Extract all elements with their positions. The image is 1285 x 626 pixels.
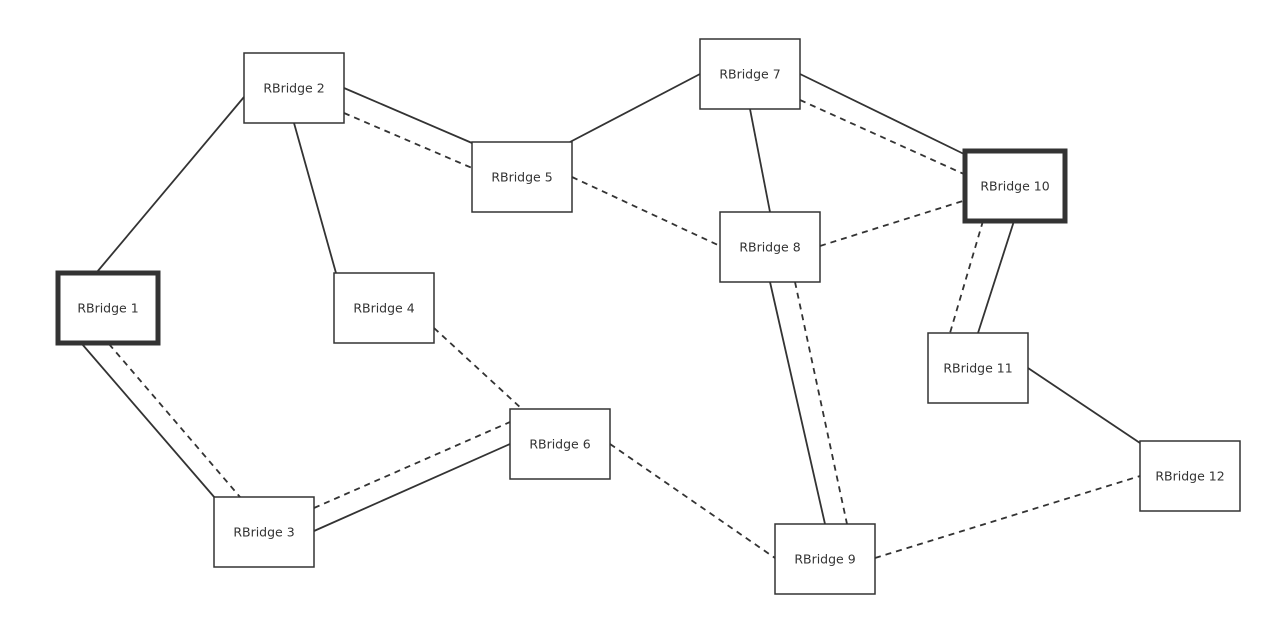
link-rb3-rb6 bbox=[313, 443, 511, 532]
link-rb2-rb5 bbox=[343, 87, 473, 144]
node-label: RBridge 1 bbox=[77, 301, 138, 316]
node-label: RBridge 6 bbox=[529, 437, 590, 452]
node-box bbox=[719, 211, 821, 283]
link-rb1-rb2 bbox=[96, 96, 245, 273]
node-box bbox=[213, 496, 315, 568]
node-label: RBridge 10 bbox=[980, 179, 1049, 194]
node-label: RBridge 9 bbox=[794, 552, 855, 567]
node-rbridge-5[interactable]: RBridge 5 bbox=[471, 141, 573, 213]
node-label: RBridge 2 bbox=[263, 81, 324, 96]
node-label: RBridge 12 bbox=[1155, 469, 1224, 484]
node-box bbox=[1139, 440, 1241, 512]
link-rb5-rb7 bbox=[569, 73, 701, 143]
nodes-layer: RBridge 1 RBridge 2 RBridge 3 RBridge 4 … bbox=[55, 38, 1241, 595]
link-rb10-rb11 bbox=[977, 220, 1015, 334]
node-rbridge-9[interactable]: RBridge 9 bbox=[774, 523, 876, 595]
link-rb8-rb9 bbox=[769, 281, 826, 525]
node-rbridge-7[interactable]: RBridge 7 bbox=[699, 38, 801, 110]
link-rb7-rb10-dashed bbox=[799, 99, 967, 176]
node-rbridge-2[interactable]: RBridge 2 bbox=[243, 52, 345, 124]
node-box bbox=[509, 408, 611, 480]
node-rbridge-1[interactable]: RBridge 1 bbox=[55, 270, 161, 346]
node-rbridge-3[interactable]: RBridge 3 bbox=[213, 496, 315, 568]
node-box bbox=[243, 52, 345, 124]
node-label: RBridge 8 bbox=[739, 240, 800, 255]
node-label: RBridge 4 bbox=[353, 301, 414, 316]
links-layer bbox=[81, 73, 1141, 559]
node-rbridge-11[interactable]: RBridge 11 bbox=[927, 332, 1029, 404]
link-rb2-rb5-dashed bbox=[343, 112, 473, 169]
node-box bbox=[962, 148, 1068, 224]
node-box bbox=[471, 141, 573, 213]
link-rb4-rb6 bbox=[433, 327, 523, 410]
node-rbridge-10[interactable]: RBridge 10 bbox=[962, 148, 1068, 224]
link-rb7-rb8 bbox=[749, 108, 771, 213]
link-rb8-rb10 bbox=[819, 199, 967, 247]
node-box bbox=[333, 272, 435, 344]
node-box bbox=[55, 270, 161, 346]
link-rb7-rb10 bbox=[799, 73, 967, 156]
node-label: RBridge 5 bbox=[491, 170, 552, 185]
node-rbridge-8[interactable]: RBridge 8 bbox=[719, 211, 821, 283]
node-rbridge-6[interactable]: RBridge 6 bbox=[509, 408, 611, 480]
link-rb1-rb3 bbox=[81, 343, 216, 499]
link-rb6-rb9 bbox=[609, 443, 776, 559]
link-rb10-rb11-dashed bbox=[949, 220, 984, 334]
node-rbridge-12[interactable]: RBridge 12 bbox=[1139, 440, 1241, 512]
node-label: RBridge 3 bbox=[233, 525, 294, 540]
link-rb2-rb4 bbox=[293, 122, 337, 274]
link-rb9-rb12 bbox=[874, 475, 1141, 559]
node-box bbox=[927, 332, 1029, 404]
node-label: RBridge 11 bbox=[943, 361, 1012, 376]
link-rb8-rb9-dashed bbox=[794, 281, 848, 525]
link-rb11-rb12 bbox=[1027, 367, 1141, 444]
link-rb1-rb3-dashed bbox=[108, 343, 241, 498]
node-label: RBridge 7 bbox=[719, 67, 780, 82]
node-box bbox=[774, 523, 876, 595]
link-rb5-rb8 bbox=[571, 176, 721, 247]
link-rb3-rb6-dashed bbox=[313, 421, 511, 509]
node-box bbox=[699, 38, 801, 110]
node-rbridge-4[interactable]: RBridge 4 bbox=[333, 272, 435, 344]
